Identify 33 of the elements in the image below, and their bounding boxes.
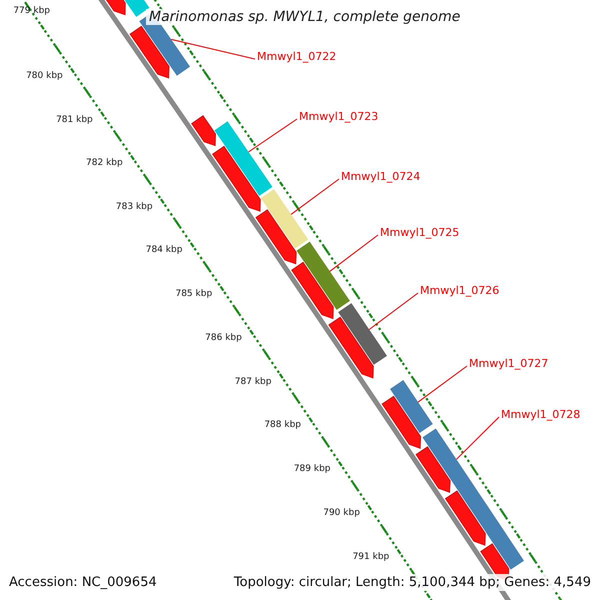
scale-label: 783 kbp	[114, 202, 153, 212]
gene-bar	[260, 189, 308, 248]
gene-bar	[390, 380, 433, 433]
gene-label: Mmwyl1_0723	[299, 111, 378, 122]
scale-label: 788 kbp	[263, 421, 302, 430]
gene-bar	[214, 121, 272, 196]
gene-bar	[422, 428, 524, 570]
scale-label: 782 kbp	[85, 159, 123, 168]
gene-label: Mmwyl1_0722	[257, 51, 336, 62]
gene-label: Mmwyl1_0725	[380, 227, 460, 238]
leader-line	[248, 118, 298, 152]
gene-label: Mmwyl1_0724	[341, 171, 420, 182]
gene-bar	[338, 303, 387, 365]
scale-label: 789 kbp	[292, 465, 330, 474]
scale-label: 787 kbp	[234, 378, 272, 386]
gene-label: Mmwyl1_0726	[420, 285, 500, 296]
gene-bar	[296, 242, 350, 310]
leader-line	[329, 234, 378, 272]
scale-label: 786 kbp	[204, 334, 242, 343]
leader-line	[456, 416, 500, 460]
gene-label: Mmwyl1_0727	[469, 358, 548, 369]
scale-label: 780 kbp	[25, 72, 63, 82]
leader-line	[368, 292, 418, 330]
scale-label: 779 kbp	[12, 7, 50, 16]
scale-label: 785 kbp	[174, 290, 212, 300]
scale-label: 784 kbp	[144, 246, 182, 256]
leader-line	[170, 38, 256, 60]
scale-label: 791 kbp	[352, 553, 390, 562]
scale-label: 781 kbp	[55, 116, 93, 125]
scale-label: 790 kbp	[322, 509, 360, 518]
leader-line	[290, 178, 340, 215]
leader-line	[418, 366, 468, 403]
gene-label: Mmwyl1_0728	[501, 409, 580, 420]
